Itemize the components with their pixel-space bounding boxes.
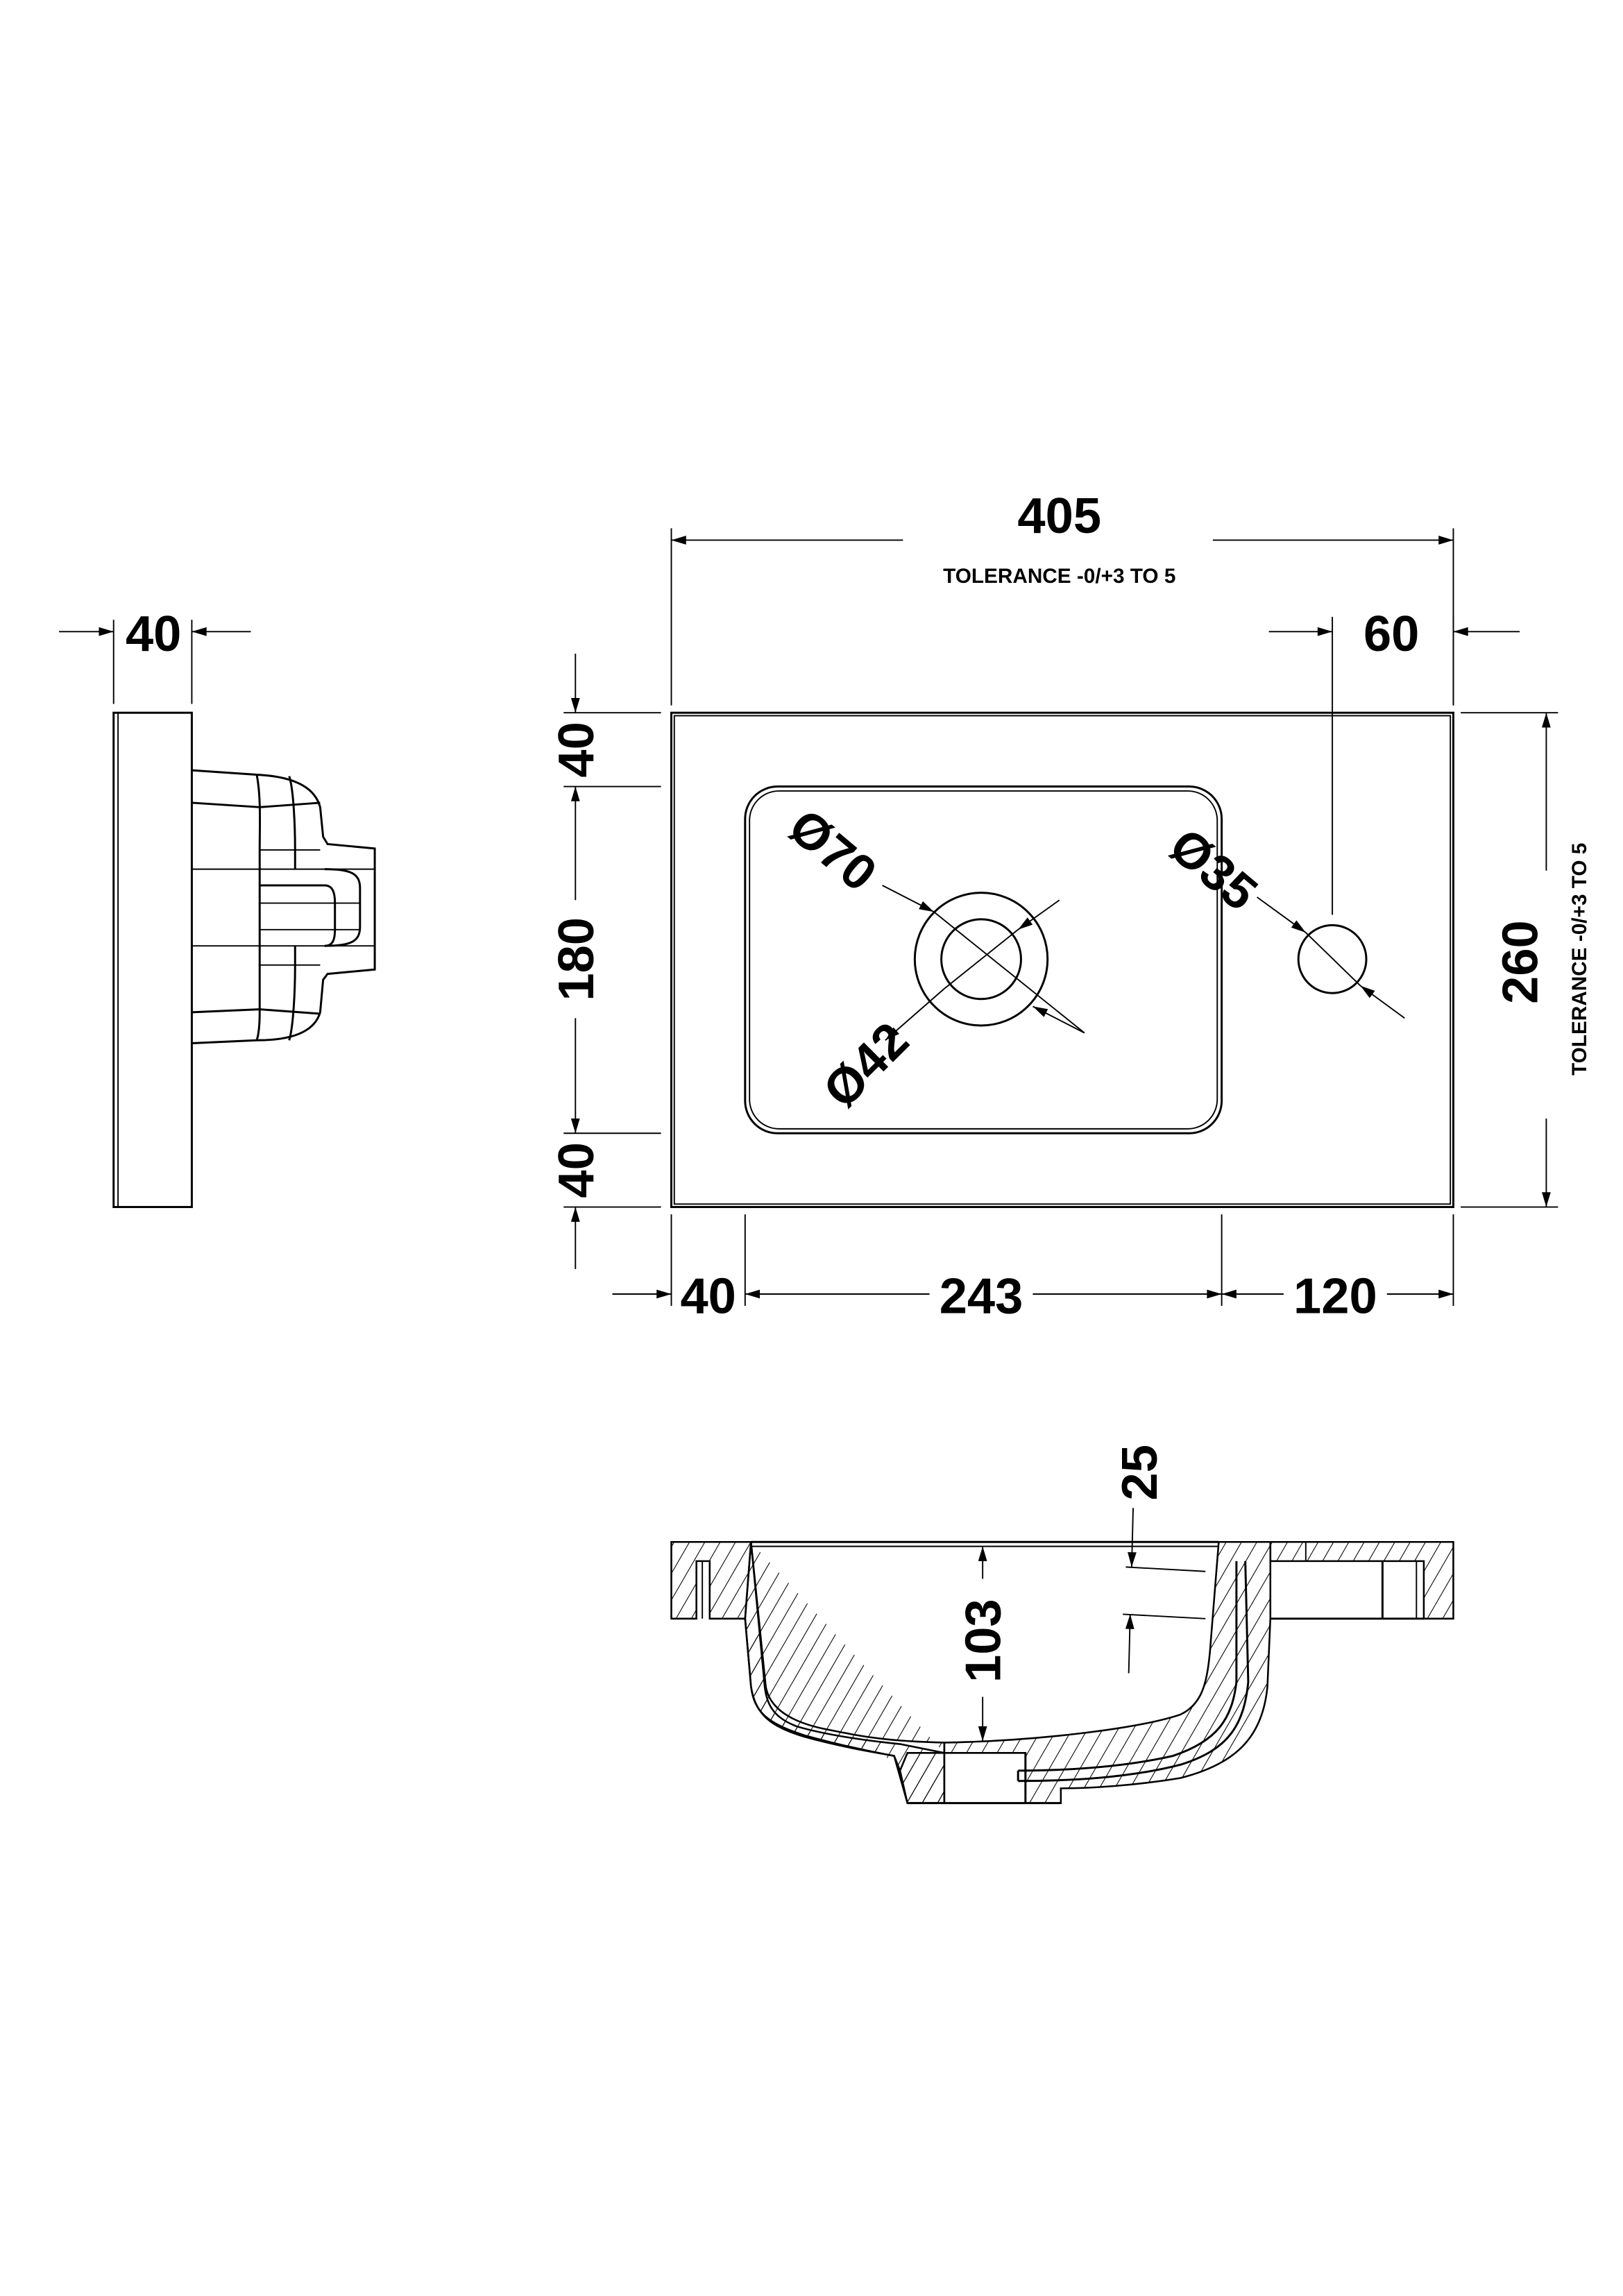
- basin-outline: [744, 785, 1223, 1134]
- countertop-edge: [673, 715, 1452, 1205]
- basin-width-label: 243: [940, 1269, 1023, 1325]
- side-bowl-profile: [192, 769, 376, 1045]
- plan-view: 405 TOLERANCE -0/+3 TO 5 60 40 180 40 26…: [549, 488, 1591, 1325]
- left-margin-label: 40: [680, 1269, 736, 1325]
- leader-line: [1305, 932, 1361, 987]
- tap-offset-label: 60: [1363, 606, 1419, 662]
- tap-hole-diameter-label: Ø35: [1159, 818, 1267, 921]
- basin-height-label: 103: [956, 1599, 1012, 1683]
- right-margin-label: 120: [1293, 1269, 1377, 1325]
- tap-hole-circle: [1297, 924, 1368, 994]
- waste-inner-diameter-label: Ø42: [813, 1012, 919, 1119]
- overall-width-tolerance: TOLERANCE -0/+3 TO 5: [943, 565, 1175, 588]
- overall-depth-label: 260: [1493, 920, 1549, 1004]
- leader-arrow: [882, 885, 935, 913]
- leader-arrow: [1359, 985, 1405, 1019]
- extension-line: [1123, 1613, 1206, 1619]
- overall-width-label: 405: [1017, 488, 1101, 544]
- extension-line: [1125, 1566, 1206, 1572]
- overall-depth-tolerance: TOLERANCE -0/+3 TO 5: [1568, 843, 1591, 1075]
- side-countertop: [112, 711, 193, 1209]
- waste-inner-circle: [940, 918, 1022, 1001]
- overflow-label: 25: [1112, 1445, 1168, 1500]
- basin-depth-label: 180: [549, 917, 604, 1001]
- leader-arrow: [1017, 899, 1060, 930]
- top-margin-label: 40: [549, 722, 604, 777]
- side-width-label: 40: [126, 606, 181, 662]
- section-view: 103 25: [670, 1445, 1454, 1805]
- basin-inner-edge: [749, 790, 1218, 1130]
- dimension-arrow: [1128, 1508, 1137, 1567]
- overflow-channel-outer: [1018, 1561, 1238, 1772]
- right-wall-section: [943, 1540, 1272, 1804]
- bottom-margin-label: 40: [549, 1142, 604, 1198]
- waste-outer-diameter-label: Ø70: [779, 799, 887, 902]
- dimension-arrow: [1125, 1614, 1135, 1674]
- overflow-channel-inner: [1018, 1561, 1250, 1783]
- leader-line: [944, 929, 1019, 989]
- left-flange-section: [670, 1540, 752, 1620]
- left-basin-wall: [744, 1542, 946, 1804]
- waste-outer-circle: [913, 892, 1049, 1027]
- right-flange-section: [1269, 1540, 1454, 1620]
- countertop-outline: [670, 711, 1454, 1209]
- leader-arrow: [1257, 896, 1307, 933]
- leader-arrow: [1033, 1005, 1085, 1034]
- side-view: 40: [59, 606, 376, 1209]
- leader-arrow: [885, 988, 945, 1041]
- leader-line: [933, 911, 1085, 1034]
